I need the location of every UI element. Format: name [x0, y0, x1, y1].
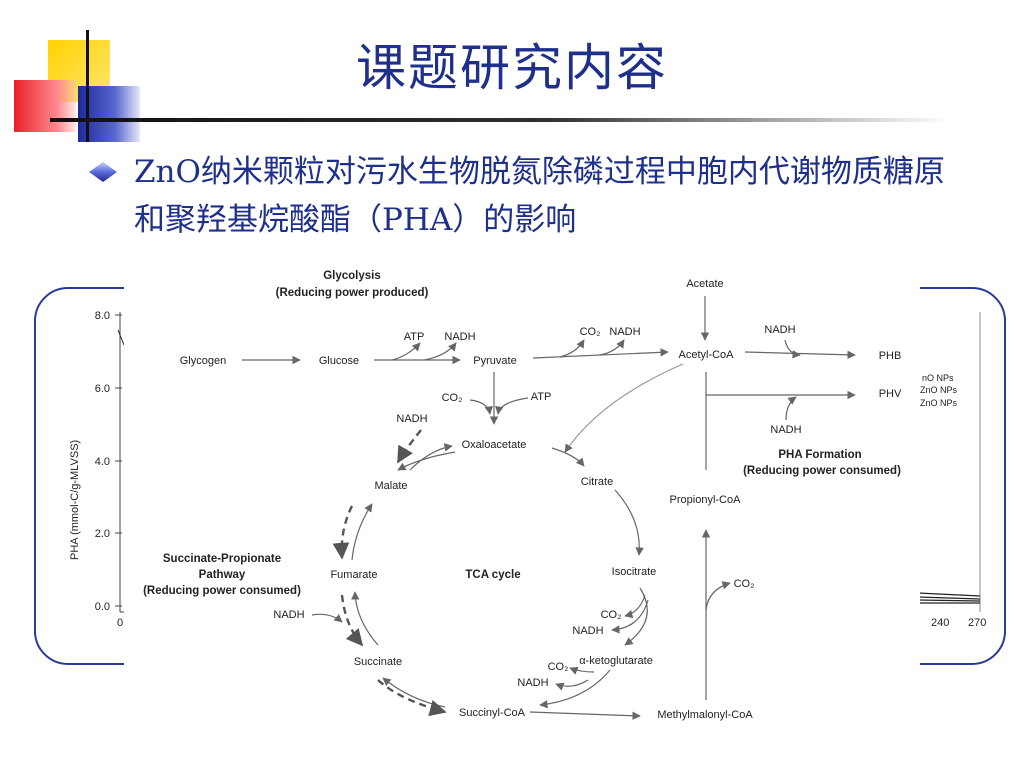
- x-tick-240: 240: [931, 617, 949, 629]
- title-underline: [60, 118, 950, 122]
- cofactor-co2-pyruvate: CO₂: [442, 392, 463, 404]
- arrow-co2-in: [469, 399, 493, 415]
- cofactor-co2-isocitrate: CO₂: [601, 609, 622, 621]
- legend-fragment-1: nO NPs: [922, 373, 954, 383]
- node-glycogen: Glycogen: [180, 355, 226, 367]
- y-tick-8: 8.0: [95, 310, 110, 322]
- cofactor-atp-pyruvate: ATP: [531, 391, 552, 403]
- cofactor-nadh-fumarate: NADH: [273, 609, 304, 621]
- cofactor-nadh-glycolysis: NADH: [444, 331, 475, 343]
- background-chart: 8.0 6.0 4.0 2.0 0.0 0 240 270 PHA (mmol-…: [69, 310, 986, 629]
- data-line-cluster: [917, 592, 981, 604]
- node-phv: PHV: [879, 388, 902, 400]
- x-tick-0: 0: [117, 617, 123, 629]
- arrow-atp-out: [391, 342, 421, 361]
- arrow-nadh-in-phb: [784, 339, 801, 359]
- cofactor-nadh-phb: NADH: [764, 324, 795, 336]
- node-glucose: Glucose: [319, 355, 359, 367]
- arrow-nadh-in-phv: [785, 396, 797, 421]
- succinate-propionate-title: Succinate-Propionate: [163, 553, 281, 565]
- legend-fragment-3: ZnO NPs: [920, 398, 958, 408]
- dashed-nadh-malate: [396, 429, 422, 464]
- arrow-oxaloacetate-citrate: [551, 447, 585, 467]
- pathway-title: Pathway: [199, 569, 246, 581]
- arrow-citrate-isocitrate: [614, 489, 644, 556]
- arrow-co2-out-iso: [624, 594, 646, 619]
- arrow-nadh-in-fumarate: [311, 613, 343, 623]
- arrow-co2-out: [559, 339, 585, 358]
- cofactor-co2-akg: CO₂: [548, 661, 569, 673]
- tca-cycle-label: TCA cycle: [465, 569, 520, 581]
- pha-formation-title: PHA Formation: [778, 449, 861, 461]
- node-methylmalonyl-coa: Methylmalonyl-CoA: [657, 709, 753, 721]
- legend-fragment-2: ZnO NPs: [920, 385, 958, 395]
- cofactor-co2-pdh: CO₂: [580, 326, 601, 338]
- x-tick-270: 270: [968, 617, 986, 629]
- arrow-co2-out-prop: [705, 581, 731, 611]
- node-isocitrate: Isocitrate: [612, 566, 657, 578]
- arrow-nadh-out-iso: [611, 599, 649, 634]
- node-acetyl-coa: Acetyl-CoA: [678, 349, 734, 361]
- deco-vertical-line: [86, 30, 89, 142]
- deco-red-square: [14, 80, 76, 132]
- arrow-atp-in: [495, 397, 529, 415]
- cofactor-nadh-akg: NADH: [517, 677, 548, 689]
- cofactor-nadh-phv: NADH: [770, 424, 801, 436]
- node-malate: Malate: [374, 480, 407, 492]
- arrow-co2-out-akg: [569, 666, 595, 675]
- arrow-nadh-out-2: [599, 339, 625, 356]
- y-tick-4: 4.0: [95, 456, 110, 468]
- glycolysis-subtitle: (Reducing power produced): [276, 287, 429, 299]
- arrow-fumarate-malate: [351, 503, 373, 561]
- cofactor-nadh-isocitrate: NADH: [572, 625, 603, 637]
- y-tick-2: 2.0: [95, 528, 110, 540]
- arrow-nadh-out-akg: [555, 679, 589, 691]
- dashed-arrows: [332, 429, 447, 717]
- node-fumarate: Fumarate: [330, 569, 377, 581]
- y-tick-0: 0.0: [95, 601, 110, 613]
- node-phb: PHB: [879, 350, 902, 362]
- node-succinate: Succinate: [354, 656, 402, 668]
- y-tick-6: 6.0: [95, 383, 110, 395]
- y-axis-ticks: 8.0 6.0 4.0 2.0 0.0: [95, 310, 122, 613]
- node-propionyl-coa: Propionyl-CoA: [670, 494, 742, 506]
- node-oxaloacetate: Oxaloacetate: [462, 439, 527, 451]
- y-axis-label: PHA (mmol-C/g-MLVSS): [69, 440, 81, 560]
- dashed-succinate-succinylcoa: [377, 679, 447, 717]
- dashed-malate-fumarate: [332, 505, 354, 560]
- arrow-oxaloacetate-malate: [397, 451, 456, 471]
- cofactor-atp-glycolysis: ATP: [404, 331, 425, 343]
- diamond-bullet-icon: [89, 162, 117, 182]
- arrow-akg-succinylcoa: [539, 669, 611, 709]
- pathway-arrows: [242, 296, 856, 720]
- cofactor-nadh-pdh: NADH: [609, 326, 640, 338]
- node-citrate: Citrate: [581, 476, 613, 488]
- cofactor-nadh-malate: NADH: [396, 413, 427, 425]
- arrow-succinate-fumarate: [351, 591, 379, 646]
- arrow-acetylcoa-citrate: [564, 363, 684, 453]
- glycolysis-title: Glycolysis: [323, 270, 381, 282]
- node-alpha-ketoglutarate: α-ketoglutarate: [579, 655, 653, 667]
- arrow-isocitrate-akg: [624, 587, 648, 646]
- dashed-fumarate-succinate: [340, 594, 364, 647]
- node-acetate: Acetate: [686, 278, 723, 290]
- slide-title: 课题研究内容: [356, 39, 668, 97]
- node-succinyl-coa: Succinyl-CoA: [459, 707, 526, 719]
- bullet-text: ZnO纳米颗粒对污水生物脱氮除磷过程中胞内代谢物质糖原和聚羟基烷酸酯（PHA）的…: [134, 154, 945, 238]
- sp-subtitle: (Reducing power consumed): [143, 585, 301, 597]
- arrow-nadh-out: [423, 342, 457, 361]
- pha-formation-subtitle: (Reducing power consumed): [743, 465, 901, 477]
- node-pyruvate: Pyruvate: [473, 355, 516, 367]
- cofactor-co2-propionyl: CO₂: [734, 578, 755, 590]
- arrow-succinylcoa-methylmalonyl: [529, 711, 641, 720]
- arrow-malate-oxaloacetate: [409, 443, 453, 471]
- figure-panel: [124, 262, 920, 736]
